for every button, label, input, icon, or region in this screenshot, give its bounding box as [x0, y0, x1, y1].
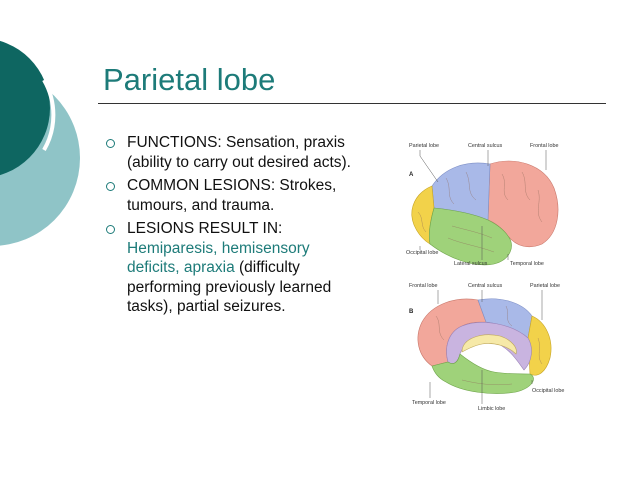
- corpus-callosum-b: [461, 334, 517, 355]
- title-divider: [98, 103, 606, 104]
- white-arc: [42, 79, 56, 151]
- bullet-text-lead: LESIONS RESULT IN:: [127, 220, 283, 237]
- bullet-text: COMMON LESIONS: Strokes, tumours, and tr…: [127, 177, 337, 214]
- panel-b-medial-view: B Frontal lobe Central sulcus Parietal l…: [409, 283, 564, 412]
- decorative-circles: [0, 40, 80, 246]
- label-frontal-b: Frontal lobe: [409, 283, 437, 289]
- label-limbic-b: Limbic lobe: [478, 406, 505, 412]
- bullet-circle-icon: [106, 139, 115, 148]
- bullet-list: FUNCTIONS: Sensation, praxis (ability to…: [106, 133, 356, 321]
- leader-parietal-a: [419, 150, 439, 183]
- bullet-common-lesions: COMMON LESIONS: Strokes, tumours, and tr…: [106, 176, 356, 215]
- label-temporal-a: Temporal lobe: [510, 261, 544, 267]
- bullet-text: FUNCTIONS: Sensation, praxis (ability to…: [127, 134, 351, 171]
- slide-title: Parietal lobe: [103, 62, 276, 97]
- label-occipital-b: Occipital lobe: [532, 388, 564, 394]
- panel-a-tag: A: [409, 172, 414, 178]
- temporal-lobe-a: [428, 207, 512, 266]
- label-central-a: Central sulcus: [468, 143, 502, 149]
- bullet-circle-icon: [106, 182, 115, 191]
- bullet-text-highlight: Hemiparesis, hemisensory deficits, aprax…: [127, 239, 310, 277]
- label-parietal-a: Parietal lobe: [409, 143, 439, 149]
- bullet-text-tail: (difficulty performing previously learne…: [127, 259, 332, 315]
- brain-lobes-figure: A Parietal lobe Central sulcus Frontal l…: [382, 126, 578, 416]
- panel-b-tag: B: [409, 309, 414, 315]
- temporal-lobe-b: [431, 353, 534, 394]
- label-lateral-a: Lateral sulcus: [454, 261, 488, 267]
- bullet-circle-icon: [106, 225, 115, 234]
- label-parietal-b: Parietal lobe: [530, 283, 560, 289]
- dark-teal-circle: [0, 40, 50, 176]
- bullet-lesions-result: LESIONS RESULT IN: Hemiparesis, hemisens…: [106, 219, 356, 317]
- label-occipital-a: Occipital lobe: [406, 250, 438, 256]
- label-temporal-b: Temporal lobe: [412, 400, 446, 406]
- label-central-b: Central sulcus: [468, 283, 502, 289]
- label-frontal-a: Frontal lobe: [530, 143, 558, 149]
- panel-a-lateral-view: A Parietal lobe Central sulcus Frontal l…: [406, 143, 558, 267]
- bullet-functions: FUNCTIONS: Sensation, praxis (ability to…: [106, 133, 356, 172]
